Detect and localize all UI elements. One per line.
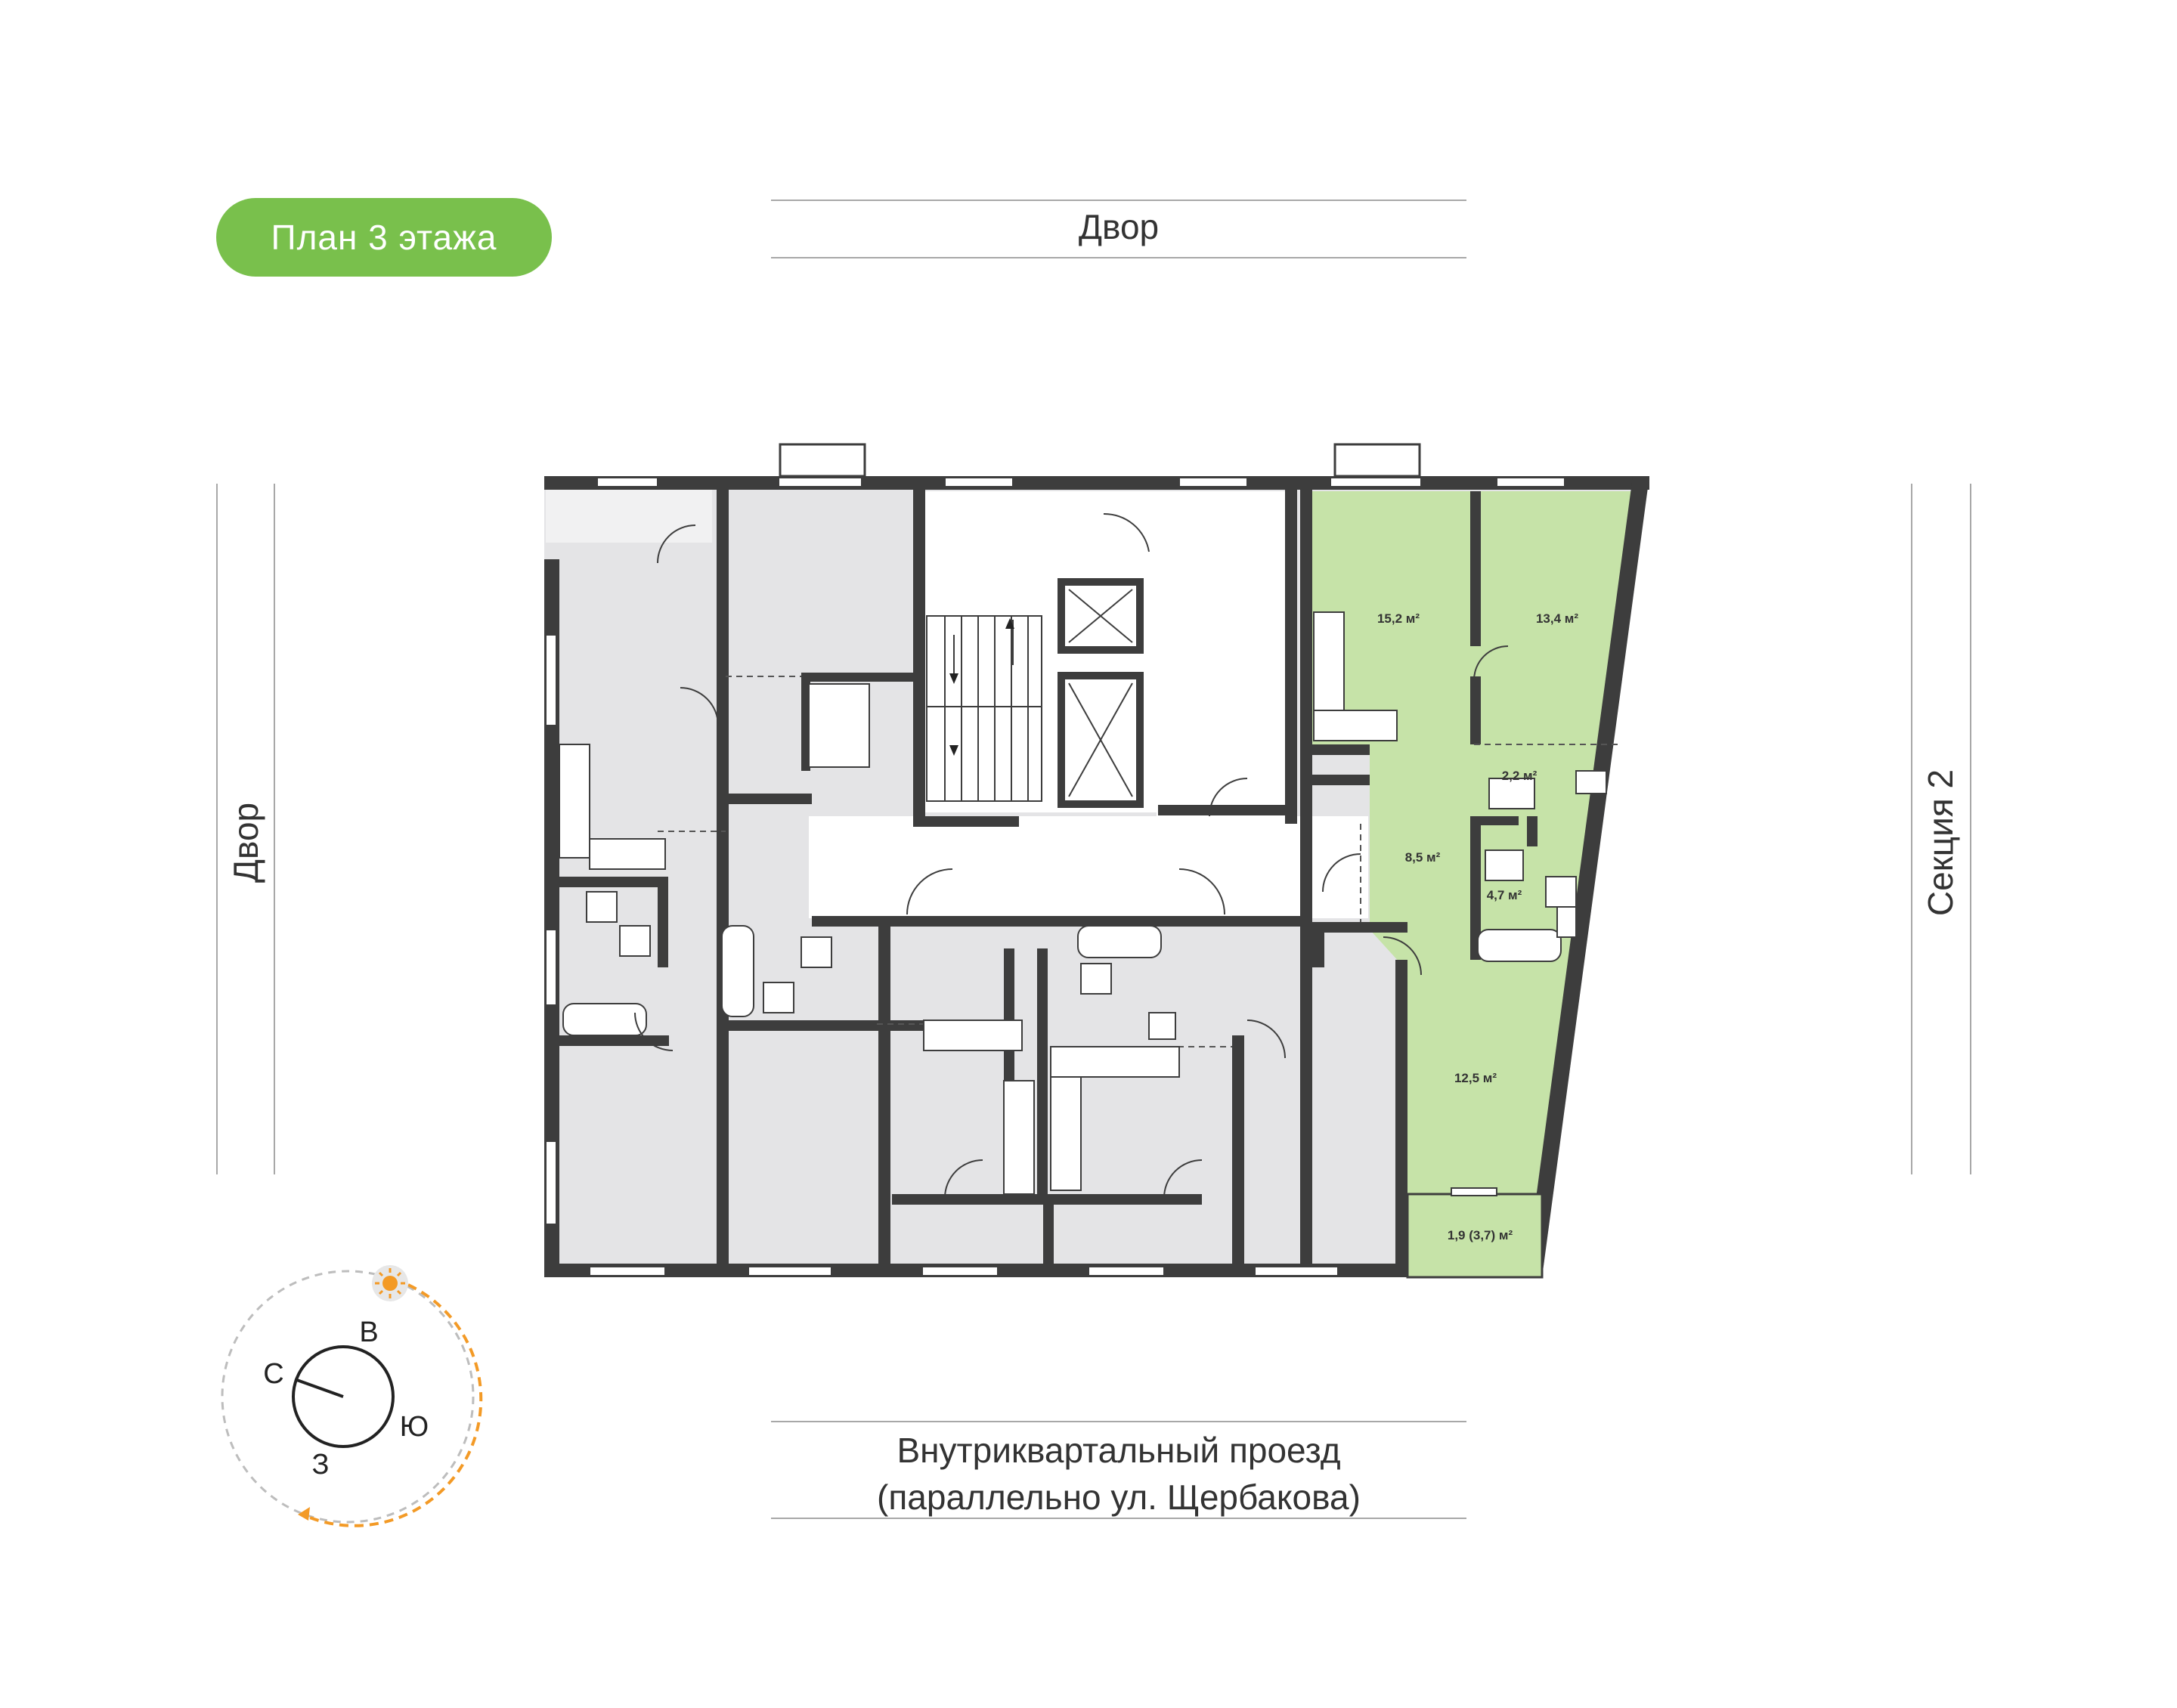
elevator-shaft-2	[1058, 672, 1144, 808]
compass-south: Ю	[400, 1411, 429, 1443]
right-rule-outer	[1970, 484, 1971, 1174]
sun-path-arc	[300, 1283, 483, 1527]
room-area-12-5: 12,5 м²	[1454, 1071, 1497, 1085]
sun-rays	[375, 1268, 405, 1298]
room-area-8-5: 8,5 м²	[1405, 850, 1441, 865]
sun-path-arrow	[298, 1507, 310, 1521]
sanitary-fixtures	[586, 683, 1607, 1040]
doors	[634, 512, 1509, 1199]
room-area-4-7: 4,7 м²	[1487, 888, 1522, 902]
right-rule-inner	[1911, 484, 1912, 1174]
windows-left	[545, 634, 557, 1225]
top-rule-upper	[771, 200, 1466, 201]
windows-top	[596, 477, 1565, 487]
compass-east: В	[359, 1317, 378, 1348]
stairwell	[922, 491, 1037, 812]
bottom-label-line1: Внутриквартальный проезд	[897, 1431, 1341, 1470]
central-corridor	[809, 816, 1368, 918]
sun-path-dashed	[221, 1270, 475, 1524]
room-area-2-2: 2,2 м²	[1502, 769, 1538, 783]
top-balconies	[779, 443, 1421, 478]
left-rule-inner	[274, 484, 275, 1174]
top-label: Двор	[1078, 207, 1160, 246]
exterior-wall-right	[1525, 476, 1649, 1277]
compass: С В Ю З	[221, 1265, 483, 1527]
bathtubs	[562, 925, 1562, 1036]
stairs	[926, 615, 1042, 802]
compass-north: С	[263, 1358, 283, 1390]
kitchen-fixtures	[559, 611, 1398, 1195]
floor-title-badge: План 3 этажа	[216, 198, 552, 277]
stair-arrows	[949, 618, 1014, 756]
bottom-label-line2: (параллельно ул. Щербакова)	[877, 1477, 1361, 1517]
balcony-window	[1451, 1187, 1497, 1196]
bottom-rule-upper	[771, 1421, 1466, 1422]
compass-west: З	[312, 1449, 330, 1481]
room-area-13-4: 13,4 м²	[1536, 611, 1578, 626]
elevator-lobby	[1157, 491, 1285, 824]
left-rule-outer	[216, 484, 218, 1174]
top-rule-lower	[771, 257, 1466, 258]
bottom-rule-lower	[771, 1518, 1466, 1519]
room-area-15-2: 15,2 м²	[1377, 611, 1420, 626]
elevator-shaft-1	[1058, 578, 1144, 654]
sun-icon	[382, 1276, 398, 1291]
compass-needle	[294, 1378, 344, 1398]
room-area-balcony: 1,9 (3,7) м²	[1448, 1228, 1513, 1242]
windows-bottom	[589, 1266, 1339, 1276]
